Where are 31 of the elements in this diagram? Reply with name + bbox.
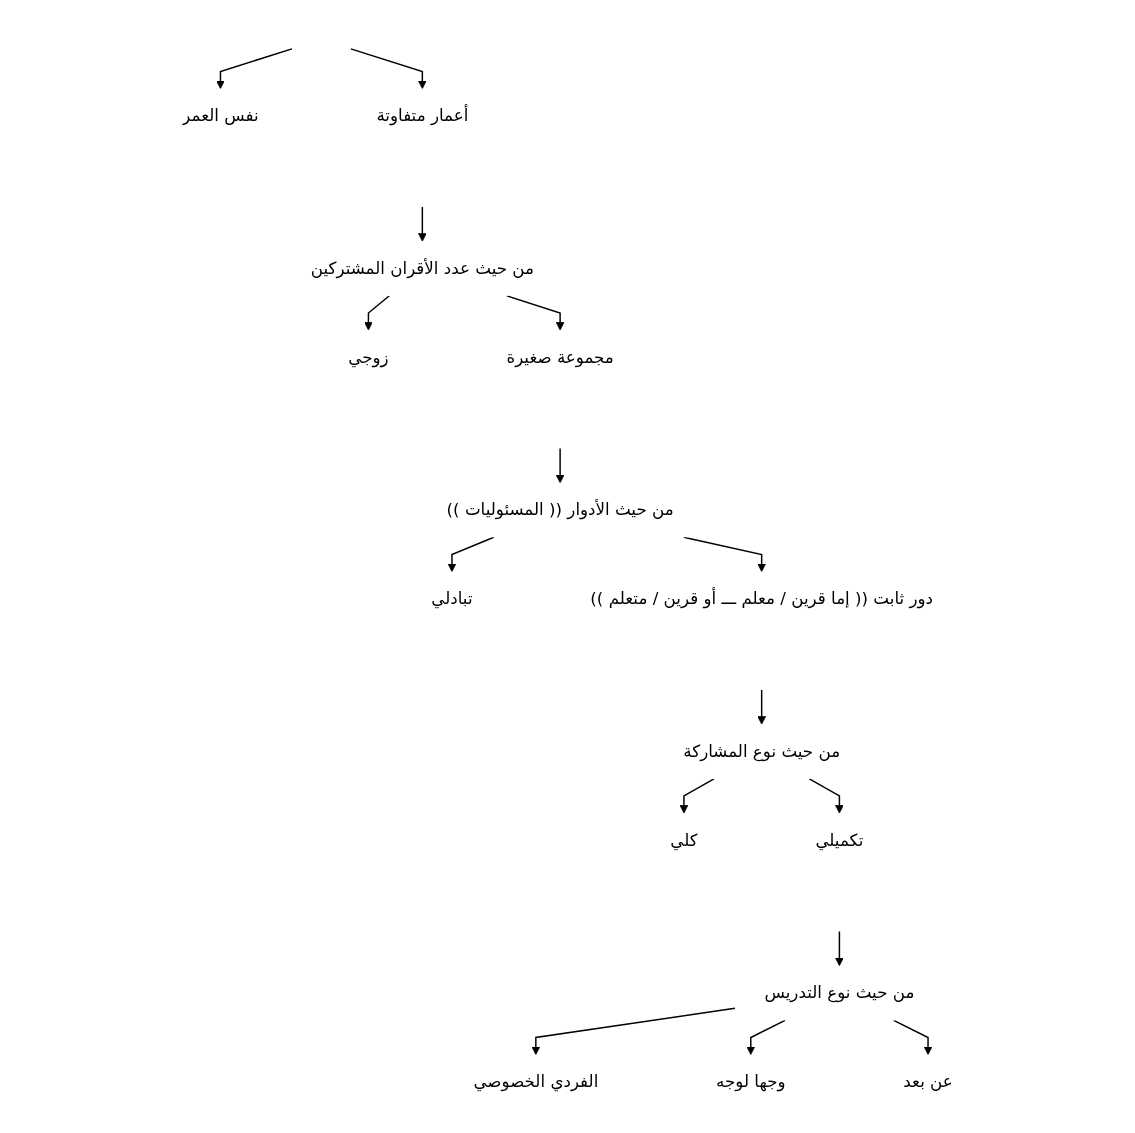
node-text: أعمار متفاوتة [376,104,469,125]
tree-diagram: نفس العمر أعمار متفاوتة من حيث عدد الأقران المشتركين زوجي مجموعة صغيرة من حيث الأدوار (( المسئوليات )) تبادلي دور ثابت (( إما قرين / معلم ـــ أو قرين / متعلم )) من حيث نوع المشاركة كلي تكميلي من حيث نوع التدريس الفردي الخصوصي وجها لوجه عن بعد [144,16,991,1117]
arrow [757,688,766,725]
arrow [835,930,844,966]
arrow [555,447,565,483]
node-text: كلي [670,829,698,849]
arrow [893,1019,933,1055]
node-text: وجها لوجه [716,1070,786,1091]
node-text: تبادلي [431,587,473,608]
arrow [447,536,495,572]
arrow [216,47,293,89]
arrow [746,1019,786,1055]
arrow [350,47,427,89]
node-text: زوجي [348,346,389,366]
arrow [364,294,390,331]
node-text: من حيث عدد الأقران المشتركين [310,257,534,278]
arrow [418,205,427,242]
arrow [531,1007,736,1055]
node-text: من حيث الأدوار (( المسئوليات )) [446,499,674,519]
arrow [682,536,766,572]
node-text: دور ثابت (( إما قرين / معلم ـــ أو قرين / متعلم )) [590,587,933,608]
node-text: من حيث نوع المشاركة [683,740,841,761]
node-text: تكميلي [815,829,864,849]
node-text: من حيث نوع التدريس [764,981,915,1002]
node-text: مجموعة صغيرة [506,346,614,366]
node-text: الفردي الخصوصي [473,1070,599,1091]
arrow [808,777,844,814]
arrow [679,777,715,814]
arrow [506,294,565,331]
node-text: نفس العمر [182,104,259,125]
node-text: عن بعد [903,1070,953,1091]
